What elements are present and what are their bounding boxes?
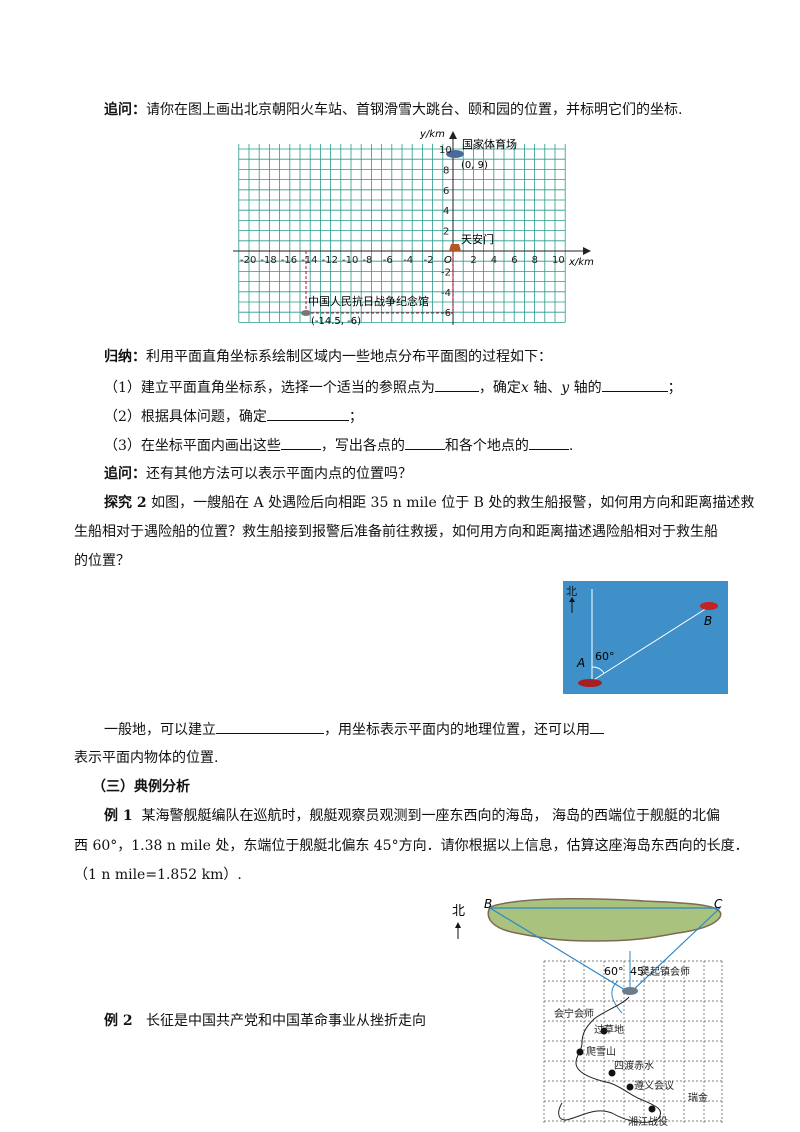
y-tick-label: 2 bbox=[443, 227, 449, 238]
x-tick-label: 6 bbox=[511, 255, 517, 266]
x-tick-label: -10 bbox=[342, 255, 358, 266]
x-axis-label: x/km bbox=[568, 257, 594, 268]
museum-icon bbox=[301, 310, 311, 316]
stadium-icon bbox=[446, 150, 464, 158]
question-1: 追问：请你在图上画出北京朝阳火车站、首钢滑雪大跳台、颐和园的位置，并标明它们的坐… bbox=[104, 100, 682, 120]
angle-45-label: 45° bbox=[630, 965, 650, 978]
x-tick-label: -16 bbox=[281, 255, 297, 266]
place-label: 吴起镇会师 bbox=[640, 965, 690, 978]
summary-step-2: （2）根据具体问题，确定； bbox=[104, 406, 363, 427]
point-b-label: B bbox=[704, 614, 712, 628]
x-tick-label: 2 bbox=[470, 255, 476, 266]
x-tick-label: -2 bbox=[424, 255, 434, 266]
general-line-2: 表示平面内物体的位置. bbox=[74, 750, 219, 766]
stadium-coord: (0, 9) bbox=[461, 160, 488, 171]
place-label: 瑞金 bbox=[688, 1091, 708, 1104]
north-label: 北 bbox=[452, 904, 465, 919]
example-1-line-1: 例 1 某海警舰艇编队在巡航时，舰艇观察员观测到一座东西向的海岛， 海岛的西端位… bbox=[104, 808, 720, 824]
x-tick-label: 10 bbox=[552, 255, 565, 266]
explore-line-1: 探究 2 如图，一艘船在 A 处遇险后向相距 35 n mile 位于 B 处的… bbox=[104, 495, 755, 511]
question-text: 请你在图上画出北京朝阳火车站、首钢滑雪大跳台、颐和园的位置，并标明它们的坐标. bbox=[146, 102, 683, 118]
x-tick-label: -18 bbox=[260, 255, 276, 266]
tiananmen-name: 天安门 bbox=[461, 232, 494, 246]
point-b-label: B bbox=[484, 897, 492, 911]
x-tick-label: 8 bbox=[532, 255, 538, 266]
section-title: （三）典例分析 bbox=[92, 779, 190, 795]
origin-label: O bbox=[444, 255, 452, 266]
y-tick-label: 8 bbox=[443, 165, 449, 176]
place-label: 会宁会师 bbox=[554, 1007, 594, 1020]
y-axis-label: y/km bbox=[419, 129, 445, 140]
y-tick-label: 10 bbox=[439, 145, 452, 156]
north-arrow-icon bbox=[569, 597, 575, 602]
point-c-label: C bbox=[714, 897, 723, 911]
museum-coord: (-14.5, -6) bbox=[311, 316, 361, 327]
x-tick-label: -14 bbox=[301, 255, 317, 266]
x-tick-label: -20 bbox=[240, 255, 256, 266]
island-figure: 北 B C 60° 45° 吴起镇会师 会宁会师 过草地 爬雪山 四渡赤水 遵义… bbox=[452, 897, 723, 1128]
x-tick-label: 4 bbox=[491, 255, 497, 266]
place-label: 爬雪山 bbox=[586, 1046, 616, 1058]
place-label: 四渡赤水 bbox=[614, 1059, 654, 1072]
general-line-1: 一般地，可以建立，用坐标表示平面内的地理位置，还可以用 bbox=[104, 719, 604, 740]
north-arrow-icon bbox=[455, 922, 461, 928]
summary-step-3: （3）在坐标平面内画出这些，写出各点的和各个地点的. bbox=[104, 435, 573, 456]
example-1-line-2: 西 60°，1.38 n mile 处，东端位于舰艇北偏东 45°方向．请你根据… bbox=[74, 838, 749, 854]
ship-figure: 北 A B 60° bbox=[563, 581, 728, 694]
north-label: 北 bbox=[566, 585, 577, 598]
x-tick-label: -12 bbox=[322, 255, 338, 266]
x-tick-label: -4 bbox=[403, 255, 413, 266]
place-label: 过草地 bbox=[594, 1023, 624, 1036]
x-tick-label: -6 bbox=[383, 255, 393, 266]
explore-line-3: 的位置？ bbox=[74, 553, 130, 569]
example-2: 例 2 长征是中国共产党和中国革命事业从挫折走向 bbox=[104, 1013, 426, 1029]
summary-intro: 归纳：利用平面直角坐标系绘制区域内一些地点分布平面图的过程如下： bbox=[104, 349, 552, 365]
y-tick-label: -4 bbox=[441, 288, 451, 299]
question-2: 追问：还有其他方法可以表示平面内点的位置吗？ bbox=[104, 466, 412, 482]
coordinate-grid-figure: -20 -18 -16 -14 -12 -10 -8 -6 -4 -2 2 4 6 8 10 10 8 6 4 2 -2… bbox=[233, 129, 594, 327]
y-tick-label: -6 bbox=[441, 308, 451, 319]
angle-60-label: 60° bbox=[604, 965, 624, 978]
distress-ship-icon bbox=[578, 679, 602, 687]
y-tick-label: 4 bbox=[443, 206, 449, 217]
y-tick-label: 6 bbox=[443, 186, 449, 197]
summary-step-1: （1）建立平面直角坐标系，选择一个适当的参照点为，确定x 轴、y 轴的； bbox=[104, 377, 682, 398]
warship-icon bbox=[622, 987, 638, 995]
island-shape bbox=[487, 897, 722, 942]
explore-line-2: 生船相对于遇险船的位置？救生船接到报警后准备前往救援，如何用方向和距离描述遇险船… bbox=[74, 524, 718, 540]
tiananmen-icon bbox=[449, 244, 461, 251]
question-label: 追问： bbox=[104, 102, 146, 118]
x-tick-label: -8 bbox=[362, 255, 372, 266]
rescue-ship-icon bbox=[700, 602, 718, 610]
point-a-label: A bbox=[576, 656, 585, 670]
angle-label: 60° bbox=[595, 650, 615, 663]
place-label: 遵义会议 bbox=[634, 1079, 674, 1092]
y-tick-label: -2 bbox=[441, 267, 451, 278]
example-1-line-3: （1 n mile=1.852 km）. bbox=[74, 867, 242, 883]
place-label: 湘江战役 bbox=[628, 1115, 668, 1128]
stadium-name: 国家体育场 bbox=[462, 137, 517, 151]
museum-name: 中国人民抗日战争纪念馆 bbox=[308, 294, 429, 308]
